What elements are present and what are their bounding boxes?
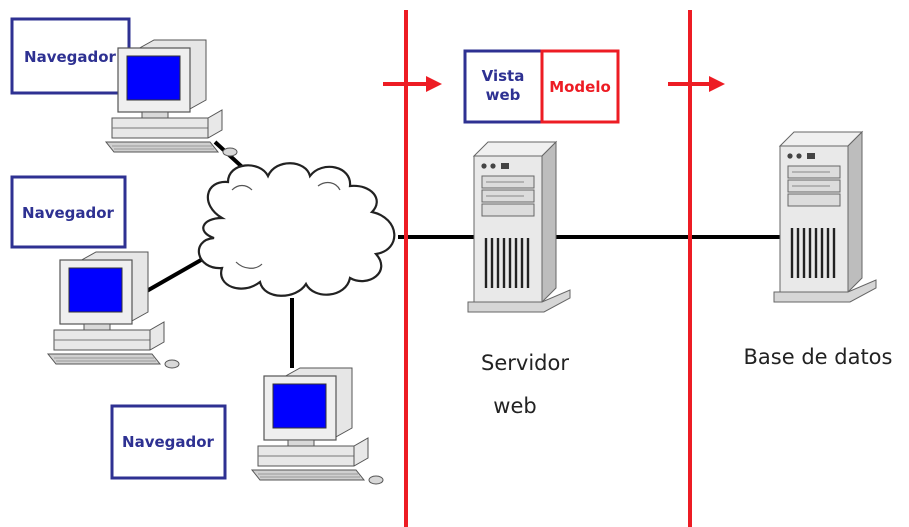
computer-icon: [47, 251, 180, 369]
database: Base de datos: [744, 130, 893, 369]
database-caption: Base de datos: [744, 345, 893, 369]
client-3: Navegador: [110, 367, 384, 485]
browser-label-3: Navegador: [122, 433, 215, 451]
browser-label-1: Navegador: [24, 48, 117, 66]
vista-web-label-line2: web: [486, 86, 521, 104]
browser-box-2: [10, 175, 127, 249]
vista-web-box: [463, 49, 544, 124]
computer-icon: [105, 39, 238, 157]
modelo-label: Modelo: [549, 78, 611, 96]
cloud-icon: [197, 162, 396, 297]
server-caption-line1: Servidor: [481, 351, 569, 375]
vista-web-label-line1: Vista: [482, 67, 525, 85]
client-1: Navegador: [10, 17, 238, 157]
client-2: Navegador: [10, 175, 180, 369]
server-tower-icon: [772, 130, 878, 304]
server-tower-icon: [466, 140, 572, 314]
browser-label-2: Navegador: [22, 204, 115, 222]
arrow-right-icon: [383, 76, 442, 92]
arrow-right-icon: [668, 76, 725, 92]
browser-box-3: [110, 404, 227, 480]
computer-icon: [251, 367, 384, 485]
server-caption-line2: web: [493, 394, 536, 418]
modelo-box: [540, 49, 620, 124]
web-server: Vista web Modelo Servidor web: [463, 49, 620, 418]
